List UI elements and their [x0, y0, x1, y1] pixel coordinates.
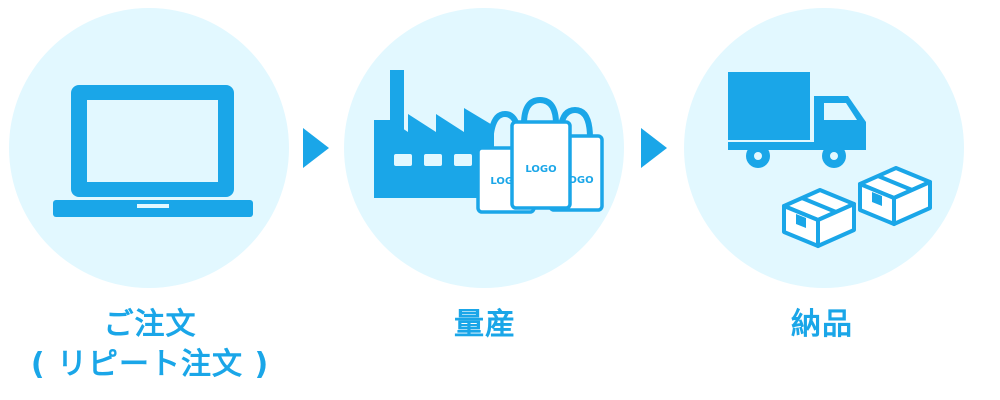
bag-logo-text-right: LOGO: [562, 175, 593, 186]
arrow-right-icon: [303, 128, 329, 168]
tote-bag-icon-center: LOGO: [510, 96, 572, 210]
cardboard-box-icon: [858, 166, 932, 226]
step-delivery-label: 納品: [672, 305, 972, 345]
bag-logo-text-left: LOGO: [490, 176, 521, 187]
step-delivery-title: 納品: [791, 307, 853, 342]
laptop-icon: [53, 85, 253, 217]
arrow-right-icon: [641, 128, 667, 168]
step-order-subtitle: ( リピート注文 ): [30, 347, 270, 382]
step-order-label: ご注文 ( リピート注文 ): [0, 305, 300, 385]
step-delivery-circle: [684, 8, 964, 288]
step-production-circle: LOGO LOGO LOGO: [344, 8, 624, 288]
step-production-title: 量産: [454, 307, 516, 342]
bag-logo-text-center: LOGO: [525, 164, 556, 175]
delivery-truck-icon: [728, 72, 932, 248]
step-order-circle: [9, 8, 289, 288]
step-production-label: 量産: [335, 305, 635, 345]
cardboard-box-icon: [782, 188, 856, 248]
factory-icon: LOGO LOGO LOGO: [374, 70, 604, 214]
step-order-title: ご注文: [103, 307, 197, 342]
